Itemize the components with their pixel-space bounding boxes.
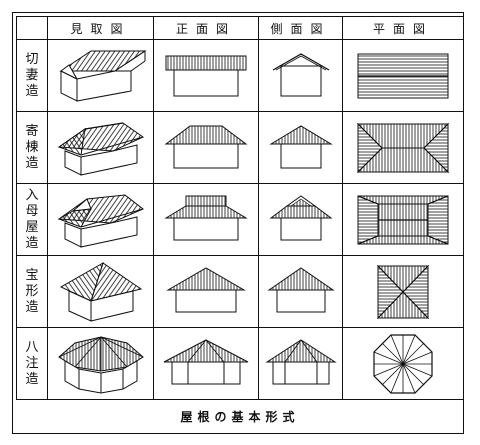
roof-forms-table: 見取図 正面図 側面図 平面図 切 妻 造 — [16, 16, 464, 400]
front-kirizuma — [153, 39, 259, 112]
front-hatchu — [153, 327, 259, 400]
side-hatchu — [258, 327, 343, 400]
perspective-yosemune — [47, 111, 154, 184]
side-kirizuma — [258, 39, 343, 112]
row-hatchu: 八 注 造 — [16, 327, 464, 400]
header-corner — [16, 16, 48, 40]
row-hogyo: 宝 形 造 — [16, 255, 464, 328]
perspective-hatchu — [47, 327, 154, 400]
plan-hogyo — [342, 255, 464, 328]
perspective-irimoya — [47, 183, 154, 256]
perspective-hogyo — [47, 255, 154, 328]
header-plan: 平面図 — [342, 16, 464, 40]
side-yosemune — [258, 111, 343, 184]
front-hogyo — [153, 255, 259, 328]
header-perspective: 見取図 — [47, 16, 154, 40]
row-irimoya: 入 母 屋 造 — [16, 183, 464, 256]
row-label-hatchu: 八 注 造 — [16, 327, 48, 400]
plan-yosemune — [342, 111, 464, 184]
side-irimoya — [258, 183, 343, 256]
row-label-yosemune: 寄 棟 造 — [16, 111, 48, 184]
header-side: 側面図 — [258, 16, 343, 40]
row-kirizuma: 切 妻 造 — [16, 39, 464, 112]
plan-kirizuma — [342, 39, 464, 112]
front-yosemune — [153, 111, 259, 184]
perspective-kirizuma — [47, 39, 154, 112]
header-row: 見取図 正面図 側面図 平面図 — [16, 16, 464, 40]
row-yosemune: 寄 棟 造 — [16, 111, 464, 184]
front-irimoya — [153, 183, 259, 256]
header-front: 正面図 — [153, 16, 259, 40]
row-label-irimoya: 入 母 屋 造 — [16, 183, 48, 256]
side-hogyo — [258, 255, 343, 328]
row-label-hogyo: 宝 形 造 — [16, 255, 48, 328]
row-label-kirizuma: 切 妻 造 — [16, 39, 48, 112]
plan-irimoya — [342, 183, 464, 256]
figure-caption: 屋根の基本形式 — [180, 410, 300, 424]
plan-hatchu — [342, 327, 464, 400]
